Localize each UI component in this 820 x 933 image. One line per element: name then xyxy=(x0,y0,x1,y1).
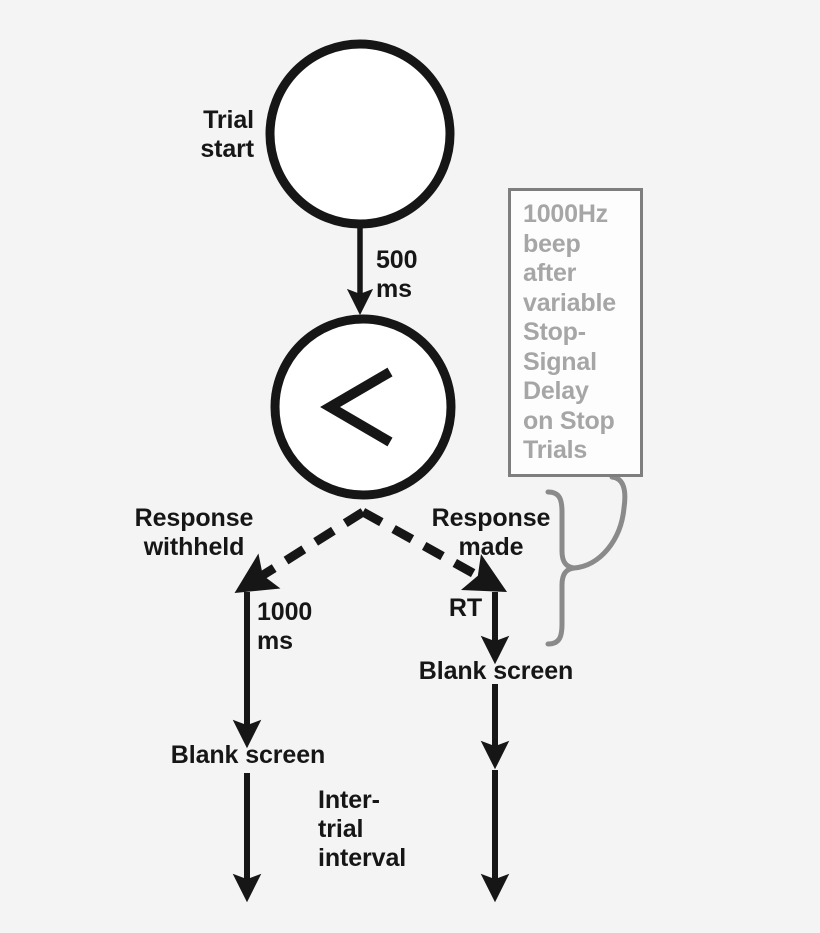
duration-1000ms-label: 1000 ms xyxy=(257,598,313,655)
reaction-time-label: RT xyxy=(448,594,482,622)
left-arrow-glyph xyxy=(320,367,393,447)
note-brace-connector xyxy=(571,474,628,571)
response-made-label: Response made xyxy=(431,504,551,561)
stop-signal-note-text: 1000Hz beep after variable Stop- Signal … xyxy=(523,200,616,464)
go-stimulus-circle xyxy=(270,314,456,500)
intertrial-interval-label: Inter- trial interval xyxy=(318,786,407,872)
stop-signal-note-box xyxy=(508,188,643,477)
blank-screen-right-label: Blank screen xyxy=(418,657,574,685)
trial-start-label: Trial start xyxy=(200,106,254,163)
trial-start-circle xyxy=(265,39,455,229)
branch-arrow-withheld xyxy=(234,508,366,594)
duration-500ms-label: 500 ms xyxy=(376,246,418,303)
branch-arrow-made xyxy=(360,508,508,593)
blank-screen-left-label: Blank screen xyxy=(170,741,326,769)
response-withheld-label: Response withheld xyxy=(134,504,254,561)
